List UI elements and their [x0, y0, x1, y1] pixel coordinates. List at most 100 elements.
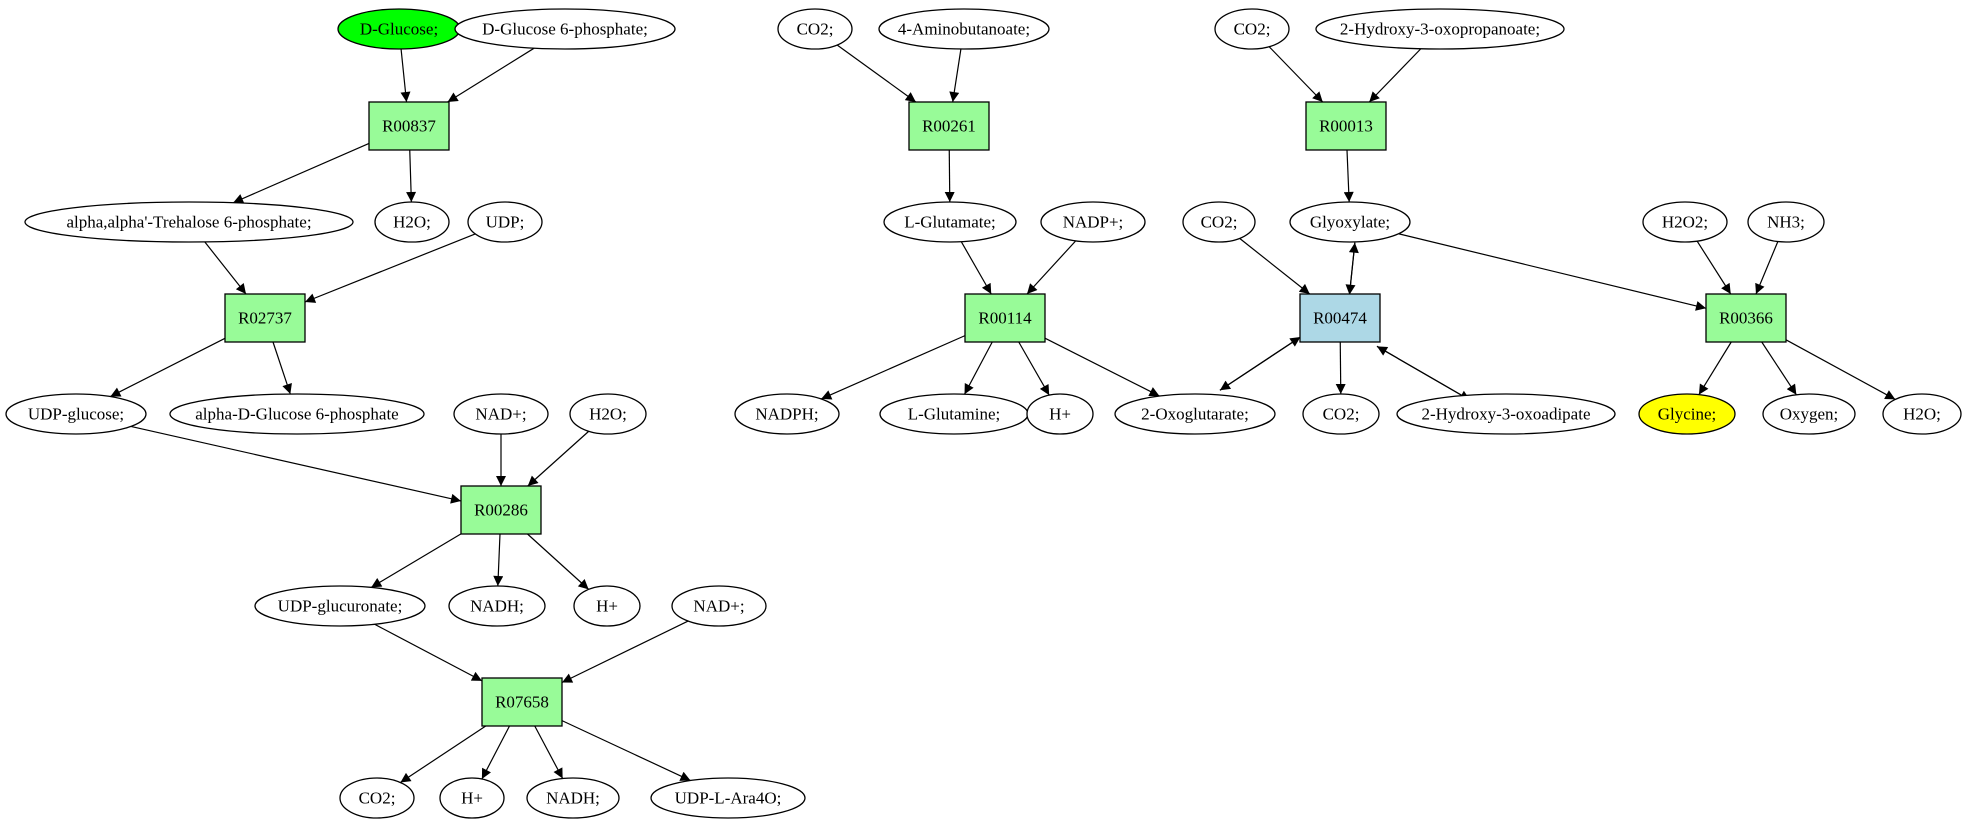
- node-label: alpha,alpha'-Trehalose 6-phosphate;: [66, 213, 311, 232]
- metabolite-ellipse: [1114, 393, 1276, 435]
- metabolite-node-2-hydroxy-3-oxopropanoate[interactable]: 2-Hydroxy-3-oxopropanoate;: [1315, 8, 1565, 50]
- metabolite-node-udp-glucuronate[interactable]: UDP-glucuronate;: [254, 585, 426, 627]
- edges-layer: [110, 44, 1896, 784]
- metabolite-node-co2[interactable]: CO2;: [1302, 393, 1380, 435]
- node-label: R00261: [922, 117, 976, 136]
- metabolite-node-h[interactable]: H+: [573, 585, 641, 627]
- node-label: H2O;: [589, 405, 627, 424]
- node-label: UDP-glucose;: [28, 405, 124, 424]
- reaction-node-r00013[interactable]: R00013: [1305, 101, 1387, 151]
- node-label: 2-Hydroxy-3-oxopropanoate;: [1340, 20, 1540, 39]
- metabolite-node-2-hydroxy-3-oxoadipate[interactable]: 2-Hydroxy-3-oxoadipate: [1396, 393, 1616, 435]
- node-label: 2-Oxoglutarate;: [1141, 405, 1249, 424]
- node-label: D-Glucose;: [360, 20, 438, 39]
- node-label: R02737: [238, 309, 292, 328]
- metabolite-node-h[interactable]: H+: [439, 777, 505, 819]
- metabolite-ellipse: [1026, 393, 1094, 435]
- metabolite-node-4-aminobutanoate[interactable]: 4-Aminobutanoate;: [878, 8, 1050, 50]
- edge-R07658-to-nadh_b: [534, 725, 564, 779]
- edge-R00286-to-udpgluc: [370, 533, 462, 588]
- node-label: NAD+;: [475, 405, 526, 424]
- metabolite-ellipse: [526, 777, 620, 819]
- reaction-node-r00474[interactable]: R00474: [1299, 293, 1381, 343]
- edge-treh6p-to-R02737: [204, 241, 247, 295]
- reaction-node-r00286[interactable]: R00286: [460, 485, 542, 535]
- metabolite-node-glyoxylate[interactable]: Glyoxylate;: [1289, 201, 1411, 243]
- edge-lglu-to-R00114: [960, 241, 992, 295]
- edge-R00837-to-h2o_a: [406, 149, 417, 203]
- metabolite-ellipse: [573, 585, 641, 627]
- edge-R00474-to-co2_e: [1335, 341, 1346, 395]
- metabolite-ellipse: [671, 585, 767, 627]
- node-label: R07658: [495, 693, 549, 712]
- metabolite-ellipse: [734, 393, 840, 435]
- metabolite-node-co2[interactable]: CO2;: [339, 777, 415, 819]
- metabolite-node-alpha-alpha-trehalose-6-phosphate[interactable]: alpha,alpha'-Trehalose 6-phosphate;: [24, 201, 354, 243]
- node-label: NADH;: [470, 597, 524, 616]
- edge-aminobut-to-R00261: [949, 48, 962, 103]
- metabolite-node-h[interactable]: H+: [1026, 393, 1094, 435]
- node-label: R00114: [978, 309, 1032, 328]
- metabolite-node-oxygen[interactable]: Oxygen;: [1762, 393, 1856, 435]
- metabolite-node-nadp[interactable]: NADP+;: [1040, 201, 1146, 243]
- reaction-box: [1705, 293, 1787, 343]
- metabolite-node-nad[interactable]: NAD+;: [671, 585, 767, 627]
- metabolite-node-l-glutamate[interactable]: L-Glutamate;: [883, 201, 1017, 243]
- metabolite-ellipse: [1289, 201, 1411, 243]
- node-label: UDP-L-Ara4O;: [675, 789, 782, 808]
- node-label: NADPH;: [755, 405, 818, 424]
- edge-R02737-to-udpglc: [110, 337, 226, 398]
- metabolite-ellipse: [467, 201, 543, 243]
- edge-R00261-to-lglu: [944, 149, 955, 203]
- metabolite-ellipse: [1302, 393, 1380, 435]
- node-label: L-Glutamate;: [904, 213, 996, 232]
- metabolite-node-co2[interactable]: CO2;: [777, 8, 853, 50]
- metabolite-node-l-glutamine[interactable]: L-Glutamine;: [879, 393, 1029, 435]
- node-label: H2O;: [393, 213, 431, 232]
- metabolite-node-h2o[interactable]: H2O;: [569, 393, 647, 435]
- metabolite-node-udp-l-ara4o[interactable]: UDP-L-Ara4O;: [650, 777, 806, 819]
- metabolite-node-2-oxoglutarate[interactable]: 2-Oxoglutarate;: [1114, 393, 1276, 435]
- metabolite-ellipse: [1747, 201, 1825, 243]
- metabolite-ellipse: [1762, 393, 1856, 435]
- edge-co2_b-to-R00261: [836, 44, 917, 103]
- reaction-box: [964, 293, 1046, 343]
- metabolite-node-nadph[interactable]: NADPH;: [734, 393, 840, 435]
- metabolite-node-nadh[interactable]: NADH;: [526, 777, 620, 819]
- edge-R07658-to-udpara: [561, 720, 691, 782]
- metabolite-node-nad[interactable]: NAD+;: [453, 393, 549, 435]
- node-label: R00286: [474, 501, 528, 520]
- reaction-node-r00114[interactable]: R00114: [964, 293, 1046, 343]
- metabolite-node-alpha-d-glucose-6-phosphate[interactable]: alpha-D-Glucose 6-phosphate: [169, 393, 425, 435]
- metabolite-node-h2o2[interactable]: H2O2;: [1642, 201, 1728, 243]
- metabolite-node-h2o[interactable]: H2O;: [1882, 393, 1962, 435]
- metabolite-node-udp-glucose[interactable]: UDP-glucose;: [5, 393, 147, 435]
- metabolite-node-glycine[interactable]: Glycine;: [1638, 393, 1736, 435]
- reaction-box: [481, 677, 563, 727]
- metabolite-node-udp[interactable]: UDP;: [467, 201, 543, 243]
- node-label: 4-Aminobutanoate;: [898, 20, 1030, 39]
- metabolite-node-co2[interactable]: CO2;: [1182, 201, 1256, 243]
- metabolite-node-d-glucose[interactable]: D-Glucose;: [337, 8, 461, 50]
- node-label: UDP;: [486, 213, 525, 232]
- node-label: H+: [1049, 405, 1071, 424]
- reaction-node-r07658[interactable]: R07658: [481, 677, 563, 727]
- metabolite-ellipse: [1182, 201, 1256, 243]
- edge-g6p_a-to-R00837: [447, 47, 535, 103]
- reaction-node-r02737[interactable]: R02737: [224, 293, 306, 343]
- metabolite-node-d-glucose-6-phosphate[interactable]: D-Glucose 6-phosphate;: [454, 8, 676, 50]
- reaction-node-r00366[interactable]: R00366: [1705, 293, 1787, 343]
- reaction-node-r00261[interactable]: R00261: [908, 101, 990, 151]
- metabolite-ellipse: [339, 777, 415, 819]
- node-label: R00474: [1313, 309, 1367, 328]
- reaction-box: [224, 293, 306, 343]
- metabolite-ellipse: [454, 8, 676, 50]
- edge-nadp-to-R00114: [1026, 240, 1077, 295]
- metabolite-node-co2[interactable]: CO2;: [1214, 8, 1290, 50]
- metabolite-node-nadh[interactable]: NADH;: [448, 585, 546, 627]
- reaction-node-r00837[interactable]: R00837: [368, 101, 450, 151]
- node-label: NAD+;: [693, 597, 744, 616]
- node-label: CO2;: [359, 789, 396, 808]
- metabolite-node-h2o[interactable]: H2O;: [374, 201, 450, 243]
- metabolite-node-nh3[interactable]: NH3;: [1747, 201, 1825, 243]
